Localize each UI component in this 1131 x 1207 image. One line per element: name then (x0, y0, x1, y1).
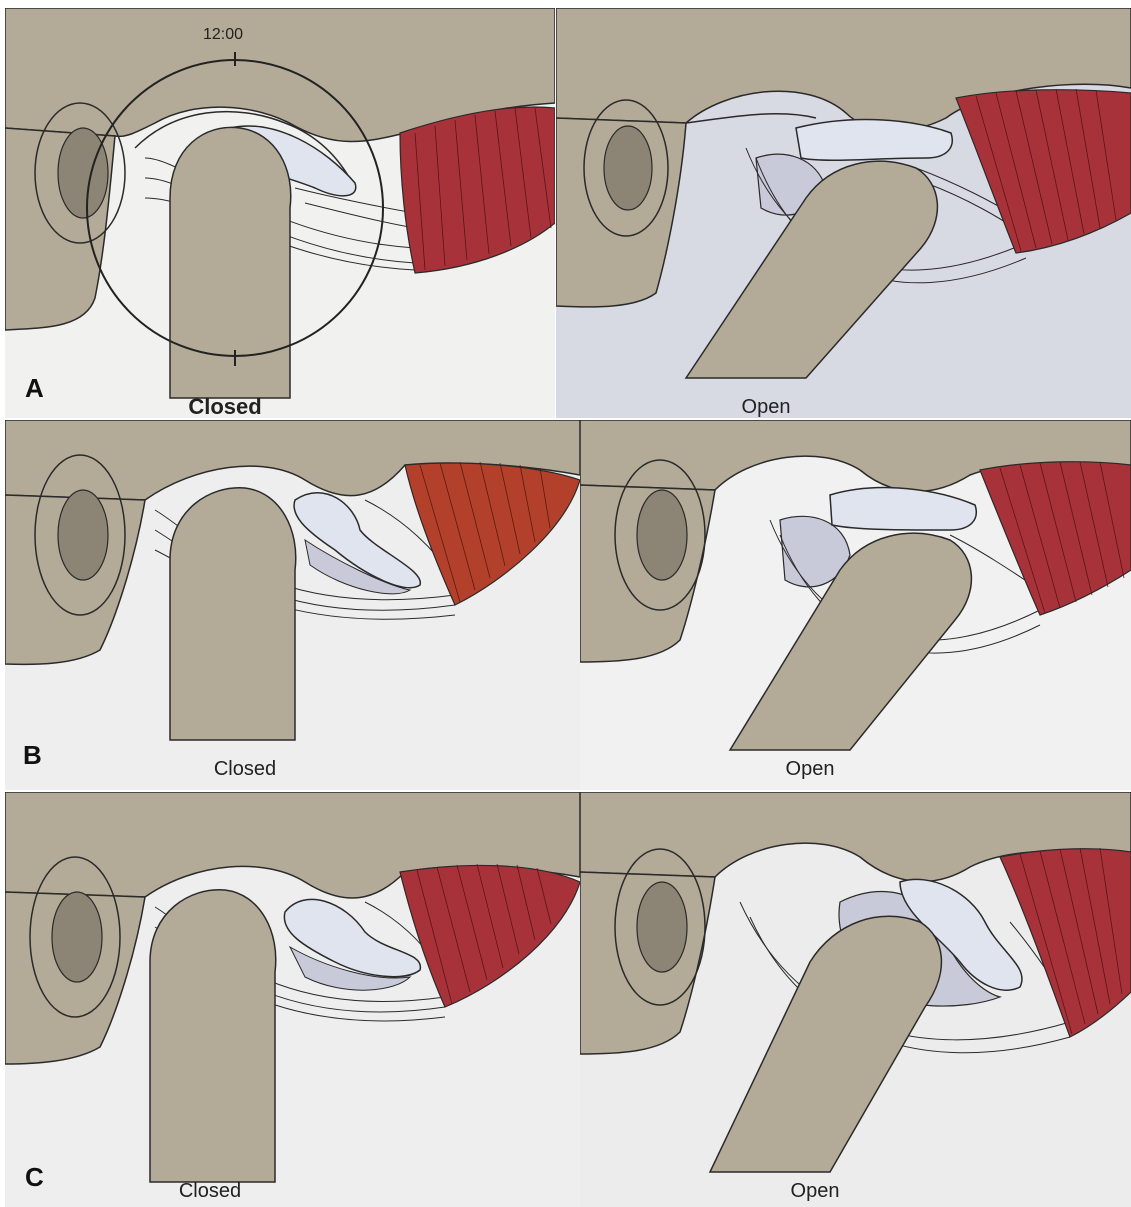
tmj-open-illustration-b (580, 420, 1131, 790)
clock-label-12: 12:00 (203, 26, 243, 44)
tmj-open-illustration-c (580, 792, 1131, 1207)
tmj-closed-illustration-c (5, 792, 580, 1207)
panel-c-closed: C Closed (5, 792, 580, 1207)
row-label-c: C (25, 1162, 44, 1193)
panel-b-closed: B Closed (5, 420, 580, 790)
panel-a-closed: 12:00 A Closed (5, 8, 555, 418)
caption-c-closed: Closed (110, 1180, 310, 1203)
caption-b-open: Open (710, 758, 910, 781)
tmj-open-illustration-a (556, 8, 1131, 418)
caption-c-open: Open (715, 1180, 915, 1203)
row-label-a: A (25, 373, 44, 404)
panel-c-open: Open (580, 792, 1131, 1207)
row-label-b: B (23, 740, 42, 771)
caption-b-closed: Closed (145, 758, 345, 781)
tmj-closed-illustration-b (5, 420, 580, 790)
panel-a-open: Open (556, 8, 1131, 418)
tmj-closed-illustration-a (5, 8, 555, 418)
panel-b-open: Open (580, 420, 1131, 790)
caption-a-closed: Closed (125, 394, 325, 418)
caption-a-open: Open (666, 396, 866, 418)
